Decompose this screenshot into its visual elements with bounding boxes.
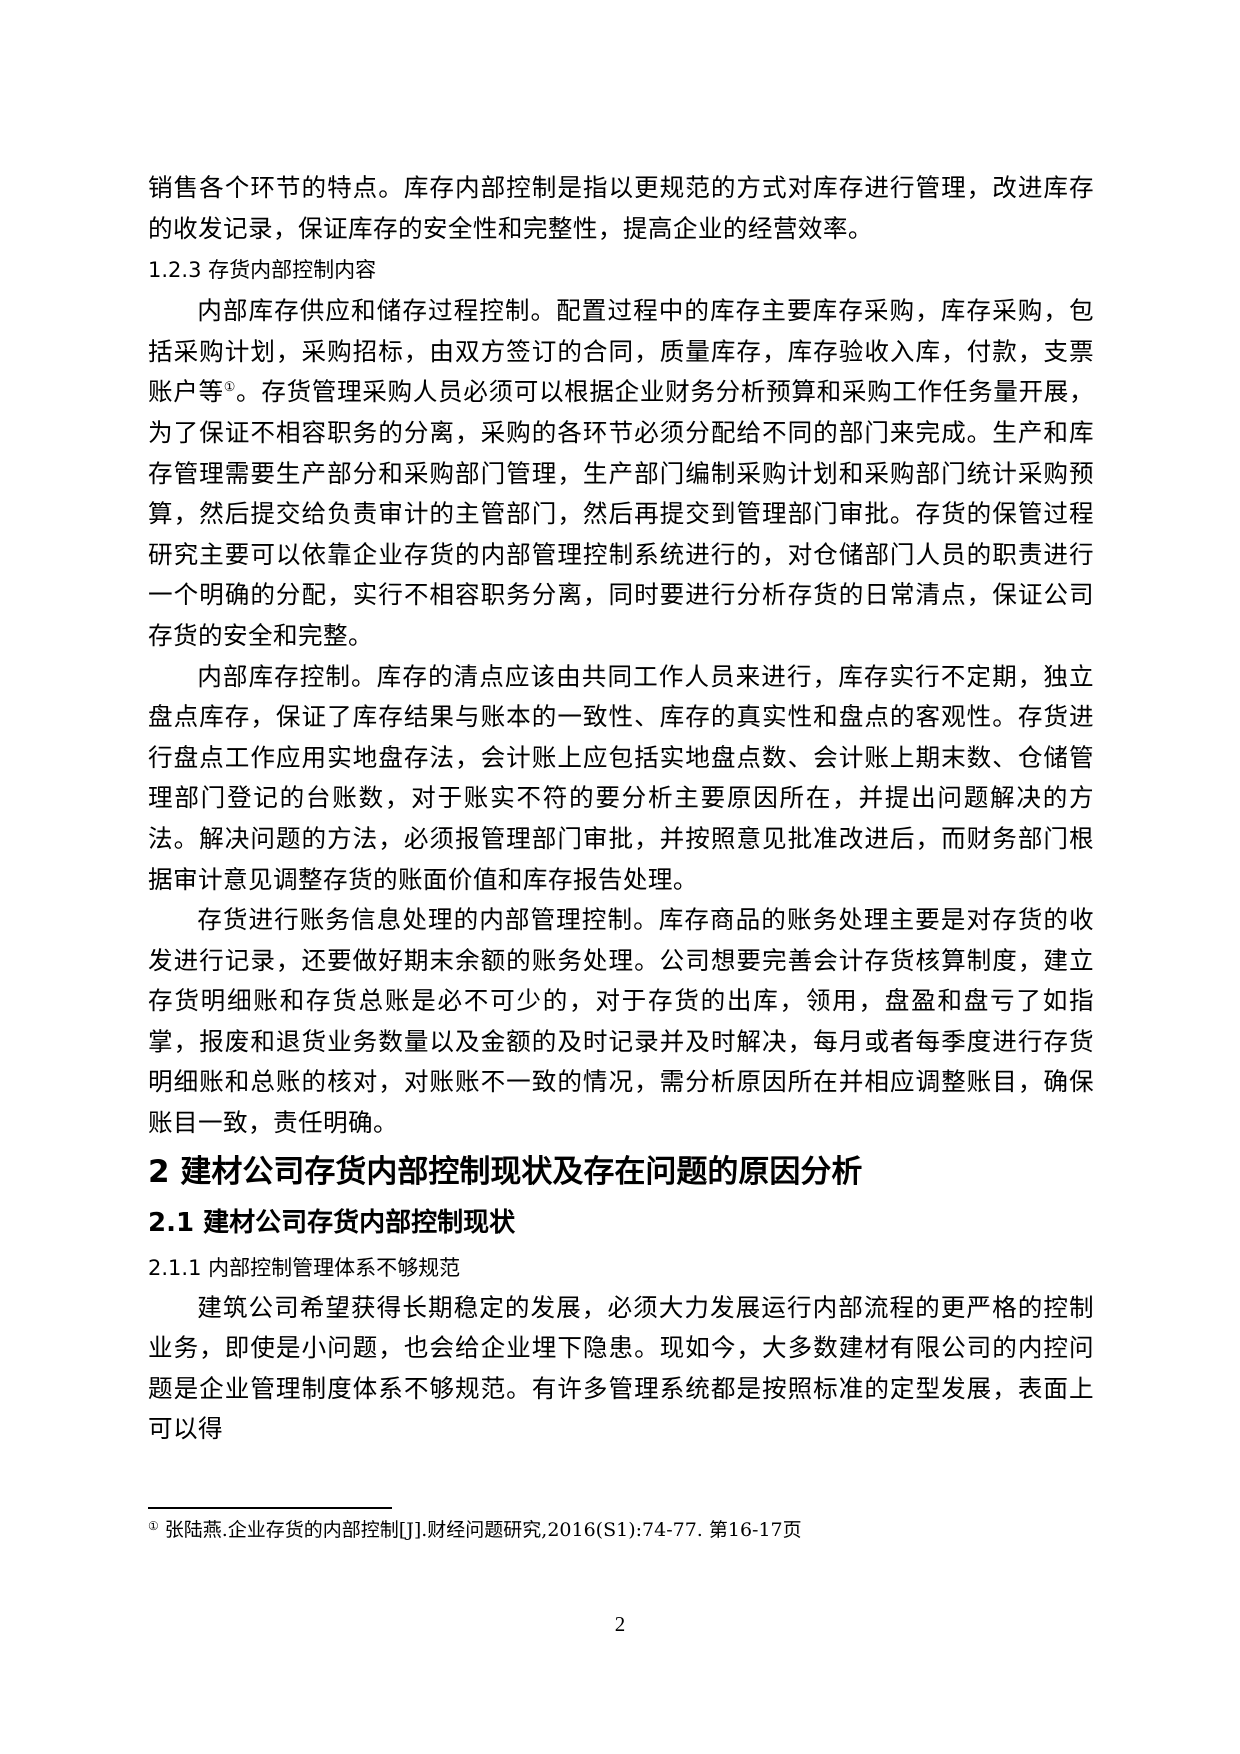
section-heading-2-1: 2.1 建材公司存货内部控制现状 (148, 1207, 516, 1238)
footnote-reference[interactable]: ① (223, 380, 237, 396)
paragraph-inventory-count-control: 内部库存控制。库存的清点应该由共同工作人员来进行，库存实行不定期，独立盘点库存，… (148, 661, 1094, 894)
chapter-heading-2: 2 建材公司存货内部控制现状及存在问题的原因分析 (148, 1153, 863, 1190)
page-number: 2 (614, 1612, 626, 1636)
paragraph-supply-storage-control: 内部库存供应和储存过程控制。配置过程中的库存主要库存采购，库存采购，包括采购计划… (148, 291, 1094, 656)
section-heading-1-2-3: 1.2.3 存货内部控制内容 (148, 258, 377, 283)
footnote: ① 张陆燕.企业存货的内部控制[J].财经问题研究,2016(S1):74-77.… (148, 1512, 802, 1544)
paragraph-continuation: 销售各个环节的特点。库存内部控制是指以更规范的方式对库存进行管理，改进库存的收发… (148, 173, 1094, 243)
section-heading-2-1-1: 2.1.1 内部控制管理体系不够规范 (148, 1255, 461, 1280)
footnote-separator (148, 1507, 392, 1509)
paragraph-accounting-control: 存货进行账务信息处理的内部管理控制。库存商品的账务处理主要是对存货的收发进行记录… (148, 905, 1094, 1138)
paragraph-text-part-a: 内部库存供应和储存过程控制。配置过程中的库存主要库存采购，库存采购，包括采购计划… (148, 296, 1094, 407)
page-body: 销售各个环节的特点。库存内部控制是指以更规范的方式对库存进行管理，改进库存的收发… (148, 168, 1094, 1450)
paragraph-text-part-b: 。存货管理采购人员必须可以根据企业财务分析预算和采购工作任务量开展，为了保证不相… (148, 377, 1095, 650)
footnote-text: 张陆燕.企业存货的内部控制[J].财经问题研究,2016(S1):74-77. … (164, 1519, 802, 1541)
paragraph-management-system: 建筑公司希望获得长期稳定的发展，必须大力发展运行内部流程的更严格的控制业务，即使… (148, 1292, 1094, 1444)
footnote-mark: ① (148, 1519, 159, 1533)
